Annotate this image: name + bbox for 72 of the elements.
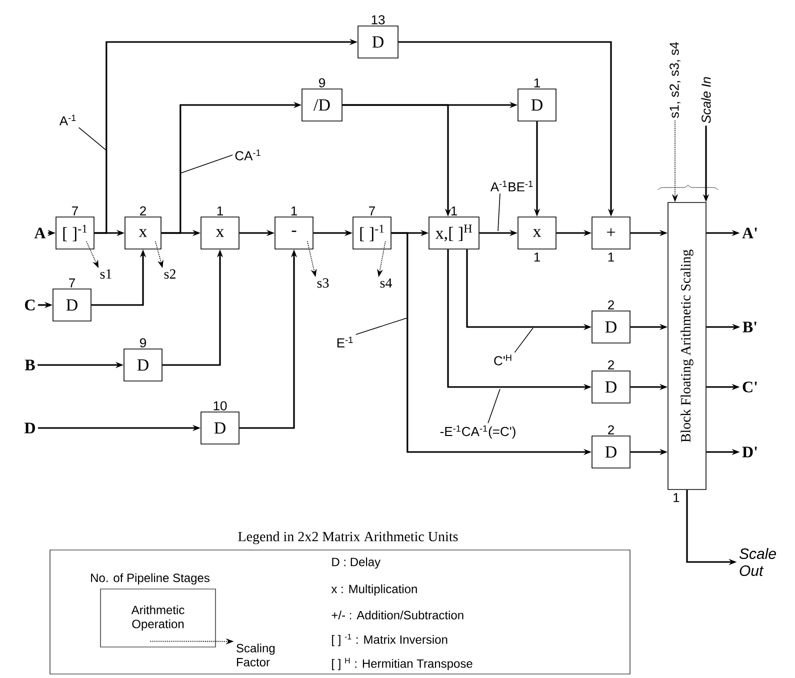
leader-line xyxy=(514,328,534,353)
stage-count: 7 xyxy=(69,278,75,288)
signal-label: -E$^{-1}$CA$^{-1}$(=C') xyxy=(440,425,516,439)
stage-count: 1 xyxy=(534,252,540,262)
signal-name: C xyxy=(25,300,35,310)
scaling-factor-label: s3 xyxy=(317,278,329,288)
operation-box: D xyxy=(592,436,630,468)
signal-name: A' xyxy=(742,228,757,238)
input-label: s1, s2, s3, s4 xyxy=(670,42,680,118)
operation-box: x xyxy=(200,216,240,250)
operation-box: D xyxy=(52,288,92,322)
legend-text: x : Multiplication xyxy=(331,584,417,596)
operation-box: - xyxy=(274,216,314,250)
scaling-factor-label: s1 xyxy=(100,269,112,279)
signal-name: D' xyxy=(742,446,757,458)
operation-box: D xyxy=(124,348,162,382)
stage-count: 1 xyxy=(608,252,614,262)
stage-count: 13 xyxy=(372,15,385,24)
stage-count: 1 xyxy=(291,206,297,216)
operation-box: x xyxy=(518,216,556,250)
stage-count: 7 xyxy=(369,206,375,216)
leader-line xyxy=(180,154,233,174)
stage-count: 1 xyxy=(217,206,223,216)
signal-label: A$^{-1}$BE$^{-1}$ xyxy=(490,180,533,192)
stage-count: 9 xyxy=(140,338,146,348)
operation-box: /D xyxy=(302,88,342,122)
leader-line xyxy=(355,318,408,335)
stage-count: 7 xyxy=(72,206,78,216)
stage-count: 2 xyxy=(608,360,614,370)
scaling-factor-label: s4 xyxy=(380,278,392,288)
operation-box: x,[ ]$^{H}$ xyxy=(428,216,480,250)
scaling-block: Block Floating Arithmetic Scaling xyxy=(668,202,706,490)
signal-label: CA$^{-1}$ xyxy=(235,150,260,160)
legend-text: Scaling Factor xyxy=(236,644,275,666)
signal-label: C'$^{H}$ xyxy=(494,354,512,366)
signal-name: D xyxy=(24,422,35,434)
stage-count: 1 xyxy=(534,78,540,88)
legend-text: [ ] $^{-1}$ : Matrix Inversion xyxy=(332,634,448,646)
stage-count: 2 xyxy=(140,206,146,216)
operation-box: D xyxy=(200,412,240,444)
operation-box: + xyxy=(592,216,630,250)
operation-box: x xyxy=(124,216,162,250)
operation-box: [ ]$^{-1}$ xyxy=(352,216,392,250)
legend-text: No. of Pipeline Stages xyxy=(91,573,210,584)
input-label: Scale In xyxy=(701,77,711,124)
stage-count: 1 xyxy=(674,493,680,502)
legend-text: +/- : Addition/Subtraction xyxy=(332,610,464,620)
signal-name: C' xyxy=(742,382,757,392)
operation-box: Arithmetic Operation xyxy=(100,588,216,648)
signal-name: B' xyxy=(742,322,756,332)
stage-count: 9 xyxy=(319,78,325,88)
signal-name: B xyxy=(24,360,35,370)
signal-label: E$^{-1}$ xyxy=(337,336,353,348)
legend-text: D : Delay xyxy=(332,557,380,569)
scaling-factor-label: s2 xyxy=(164,269,176,279)
operation-box: D xyxy=(518,88,556,122)
leader-line xyxy=(498,193,500,232)
stage-count: 1 xyxy=(451,206,457,216)
operation-box: D xyxy=(358,26,398,58)
node-label: Legend in 2x2 Matrix Arithmetic Units xyxy=(238,531,458,544)
leader-line xyxy=(488,388,500,424)
legend-text: [ ] $^{H}$ : Hermitian Transpose xyxy=(332,658,472,670)
stage-count: 2 xyxy=(608,300,614,310)
operation-box: D xyxy=(592,310,630,344)
operation-box: [ ]$^{-1}$ xyxy=(56,216,94,250)
stage-count: 10 xyxy=(214,401,227,410)
signal-name: A xyxy=(34,228,46,238)
operation-box: D xyxy=(592,370,630,404)
signal-label: A$^{-1}$ xyxy=(59,114,76,126)
leader-line xyxy=(78,127,106,150)
stage-count: 2 xyxy=(608,425,614,434)
output-label: Scale Out xyxy=(739,548,776,576)
